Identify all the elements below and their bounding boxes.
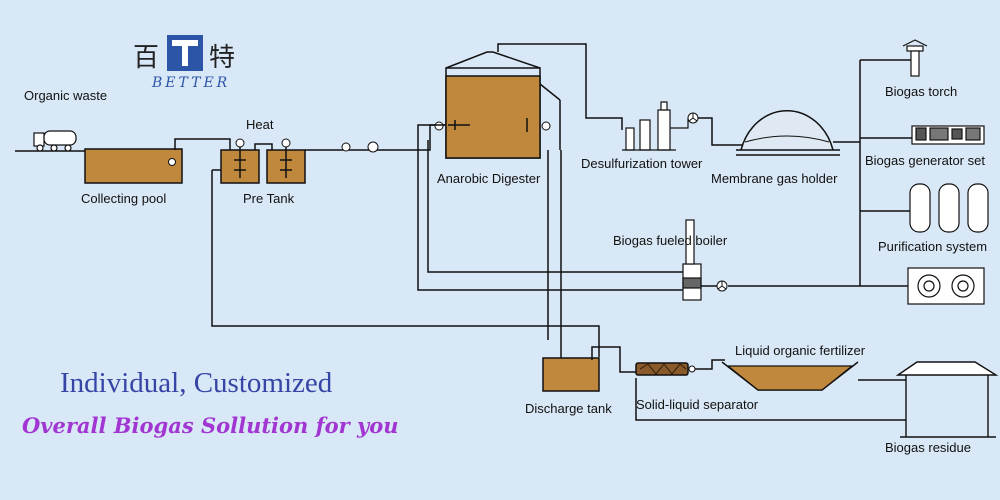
slogan-subline: Overall Biogas Sollution for you <box>22 413 399 438</box>
label-separator: Solid-liquid separator <box>636 397 759 412</box>
purification-system <box>909 183 989 233</box>
pipe-gas-main <box>497 43 623 130</box>
pump-icon <box>367 141 379 153</box>
pre-tank-b <box>266 138 306 184</box>
pipe-boiler-loop-b <box>427 140 683 273</box>
label-digester: Anarobic Digester <box>437 171 541 186</box>
pipe-pretank-link <box>254 143 273 150</box>
truck-icon <box>33 130 77 152</box>
label-membrane: Membrane gas holder <box>711 171 838 186</box>
label-heat: Heat <box>246 117 274 132</box>
label-organic-waste: Organic waste <box>24 88 108 103</box>
fan-icon <box>687 112 699 124</box>
label-generator: Biogas generator set <box>865 153 985 168</box>
slogan-headline: Individual, Customized <box>60 367 333 399</box>
pipe-to-membrane <box>698 117 745 146</box>
label-pre-tank: Pre Tank <box>243 191 295 206</box>
label-residue: Biogas residue <box>885 440 971 455</box>
label-biogas-torch: Biogas torch <box>885 84 958 99</box>
biogas-torch <box>902 39 928 77</box>
pipe-discharge-to-separator <box>591 346 636 373</box>
generator-set <box>911 125 985 145</box>
label-liquid-fertilizer: Liquid organic fertilizer <box>735 343 866 358</box>
desulfurization-tower <box>622 101 689 151</box>
biogas-boiler <box>682 219 702 301</box>
solid-liquid-separator <box>635 362 696 376</box>
pipe-pool-to-pretank <box>174 138 231 150</box>
logo-wordmark: BETTER <box>152 75 231 91</box>
collecting-pool-tank <box>84 148 183 184</box>
label-desulfurization: Desulfurization tower <box>581 156 703 171</box>
fan-icon <box>716 280 728 292</box>
pre-tank-a <box>220 138 260 184</box>
logo-cn-left: 百 <box>133 43 160 73</box>
pipe-boiler-loop-c <box>417 124 683 291</box>
logo-cn-right: 特 <box>209 43 236 73</box>
pipe-separator-to-lagoon <box>695 359 725 370</box>
membrane-gas-holder <box>736 110 840 156</box>
pipe-residue <box>635 378 906 421</box>
label-purification: Purification system <box>878 239 988 254</box>
liquid-fertilizer-lagoon <box>721 361 859 391</box>
discharge-tank <box>542 357 600 392</box>
valve-icon <box>341 142 351 152</box>
heat-exchanger-unit <box>907 267 985 305</box>
label-discharge-tank: Discharge tank <box>525 401 612 416</box>
residue-shed <box>895 361 999 438</box>
logo-mark <box>167 35 203 71</box>
anaerobic-digester <box>434 51 561 159</box>
label-boiler: Biogas fueled boiler <box>613 233 728 248</box>
pipe-return-to-pretank <box>211 169 600 357</box>
label-collecting-pool: Collecting pool <box>81 191 167 206</box>
